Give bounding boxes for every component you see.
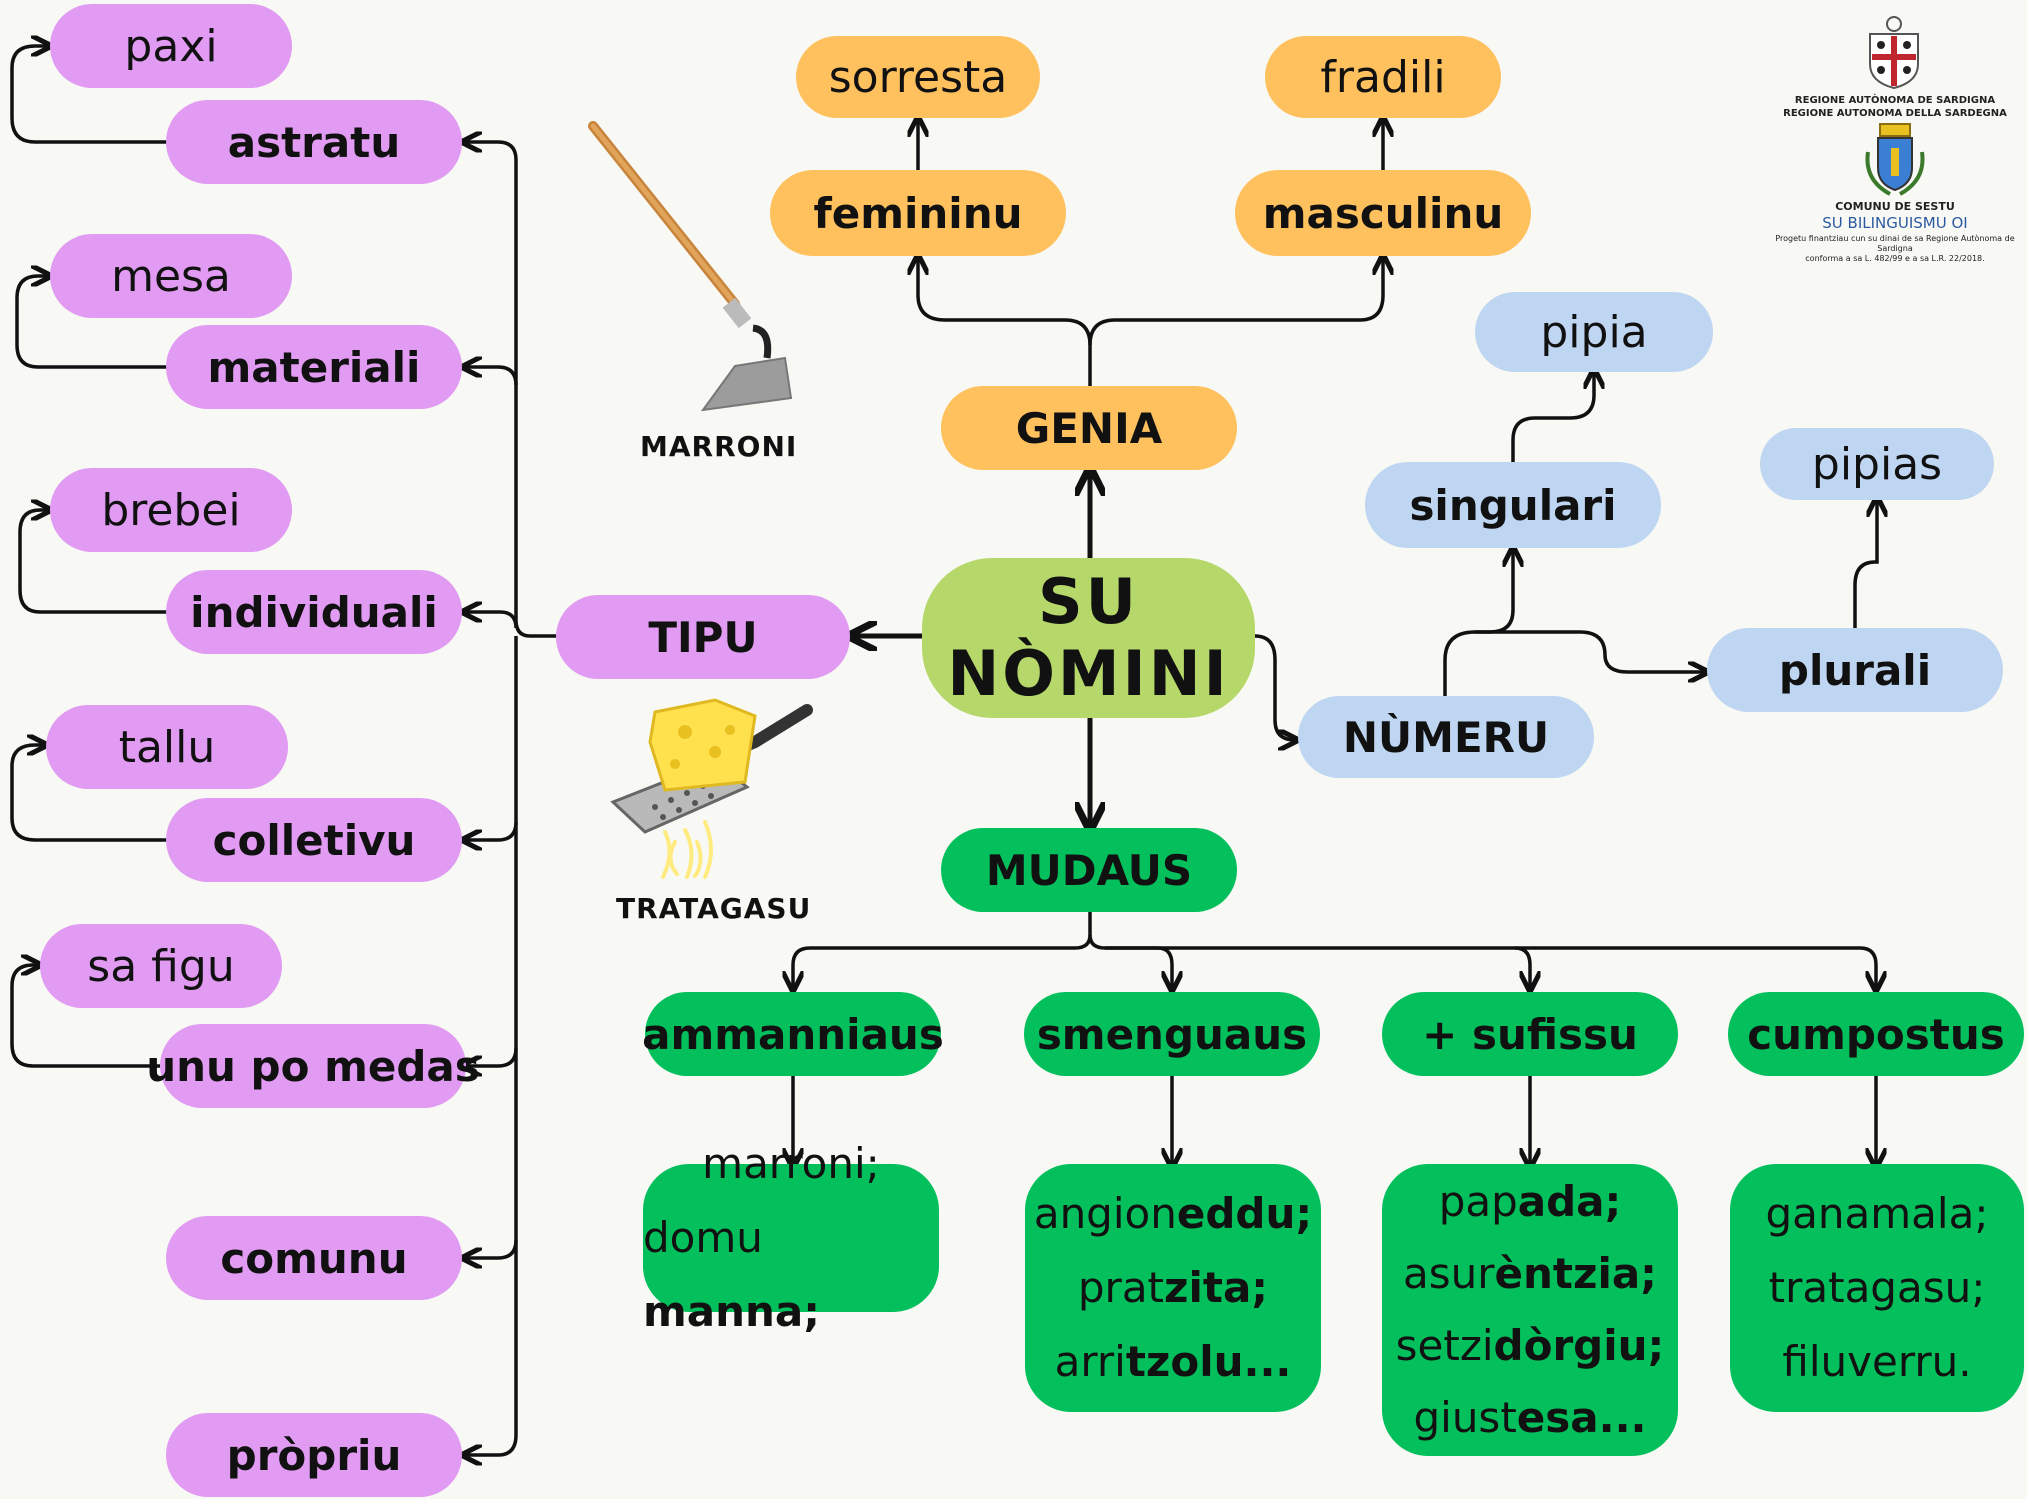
tipu-item-unu-po-medas: unu po medas — [146, 1024, 480, 1108]
hoe-caption: MARRONI — [640, 430, 798, 463]
singulari-example: pipia — [1475, 292, 1713, 372]
tipu-item-colletivu: colletivu — [166, 798, 462, 882]
example-line: pratzita; — [1077, 1263, 1269, 1312]
example-line: ganamala; — [1765, 1189, 1989, 1238]
femininu-node: femininu — [770, 170, 1066, 256]
grater-caption: TRATAGASU — [616, 892, 812, 925]
tipu-example-paxi: paxi — [50, 4, 292, 88]
mudaus-category-cumpostus: cumpostus — [1728, 992, 2024, 1076]
tipu-node: TIPU — [556, 595, 850, 679]
tipu-item-astratu: astratu — [166, 100, 462, 184]
region-coat-of-arms-icon — [1869, 16, 1919, 90]
comune-name: COMUNU DE SESTU — [1835, 200, 1955, 213]
examples-smenguaus: angioneddu; pratzita; arritzolu... — [1025, 1164, 1321, 1412]
examples-cumpostus: ganamala; tratagasu; filuverru. — [1730, 1164, 2024, 1412]
singulari-node: singulari — [1365, 462, 1661, 548]
masculinu-example: fradili — [1265, 36, 1501, 118]
example-line: filuverru. — [1782, 1337, 1972, 1386]
mudaus-node: MUDAUS — [941, 828, 1237, 912]
example-line: giustesa... — [1413, 1393, 1647, 1442]
project-name: SU BILINGUISMU OI — [1822, 214, 1968, 232]
mudaus-category-ammanniaus: ammanniaus — [642, 992, 944, 1076]
center-node: SU NÒMINI — [922, 558, 1255, 718]
example-line: asurèntzia; — [1403, 1249, 1657, 1298]
tipu-example-tallu: tallu — [46, 705, 288, 789]
tipu-item-materiali: materiali — [166, 325, 462, 409]
tipu-example-brebei: brebei — [50, 468, 292, 552]
funding-note: Progetu finantziau cun su dinai de sa Re… — [1775, 234, 2015, 263]
tipu-example-mesa: mesa — [50, 234, 292, 318]
tipu-item-individuali: individuali — [166, 570, 462, 654]
region-name: REGIONE AUTÒNOMA DE SARDIGNA REGIONE AUT… — [1783, 95, 2007, 119]
comune-coat-of-arms-icon — [1865, 123, 1925, 196]
plurali-node: plurali — [1707, 628, 2003, 712]
example-line: tratagasu; — [1768, 1263, 1986, 1312]
plurali-example: pipias — [1760, 428, 1994, 500]
example-line: papada; — [1438, 1177, 1622, 1226]
tipu-item-comunu: comunu — [166, 1216, 462, 1300]
example-line: setzidòrgiu; — [1395, 1321, 1665, 1370]
examples-ammanniaus: marroni; domu manna; — [643, 1139, 939, 1336]
grater-cheese-icon — [610, 698, 813, 879]
example-line: domu manna; — [643, 1213, 821, 1336]
example-line: marroni; — [702, 1139, 880, 1188]
center-title-line1: SU — [1038, 565, 1139, 638]
mudaus-category-sufissu: + sufissu — [1382, 992, 1678, 1076]
masculinu-node: masculinu — [1235, 170, 1531, 256]
hoe-icon — [588, 121, 793, 412]
tipu-example-sa-figu: sa figu — [40, 924, 282, 1008]
center-title-line2: NÒMINI — [947, 637, 1230, 710]
example-line: arritzolu... — [1054, 1337, 1292, 1386]
examples-sufissu: papada; asurèntzia; setzidòrgiu; giustes… — [1382, 1164, 1678, 1456]
example-line: angioneddu; — [1033, 1189, 1313, 1238]
numeru-node: NÙMERU — [1298, 696, 1594, 778]
femininu-example: sorresta — [796, 36, 1040, 118]
mudaus-category-smenguaus: smenguaus — [1024, 992, 1320, 1076]
genia-node: GENIA — [941, 386, 1237, 470]
tipu-item-propriu: pròpriu — [166, 1413, 462, 1497]
